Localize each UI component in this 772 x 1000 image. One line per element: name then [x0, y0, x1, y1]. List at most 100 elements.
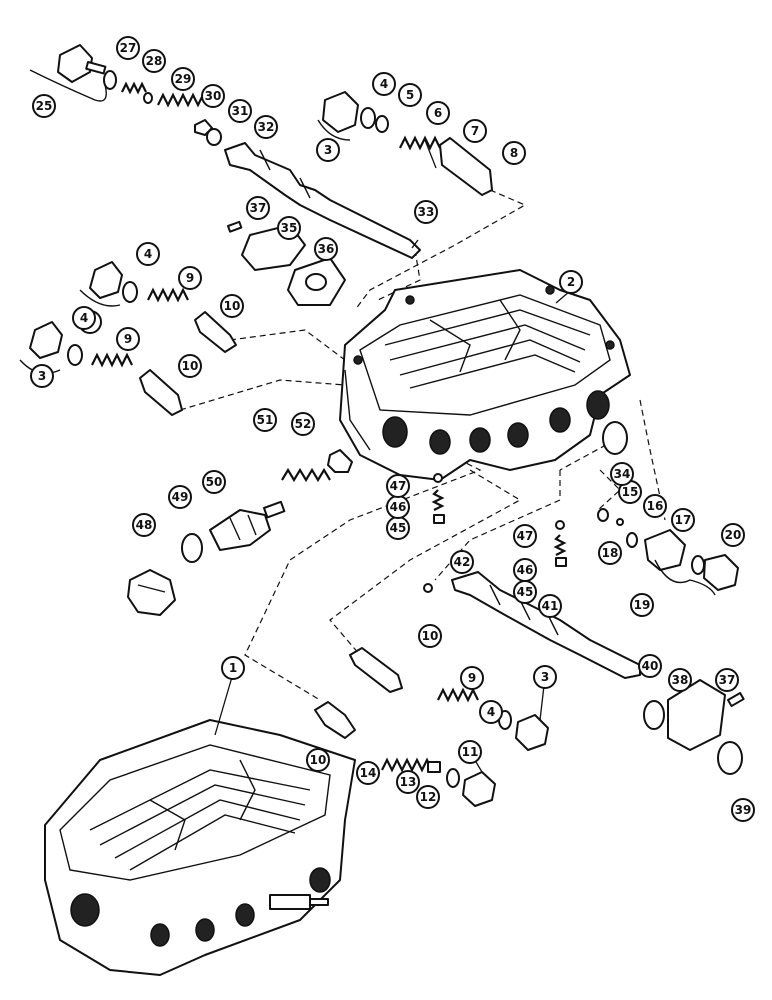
svg-text:52: 52 — [295, 417, 312, 431]
ring-5 — [375, 115, 389, 133]
svg-text:4: 4 — [487, 705, 495, 719]
callout-40: 40 — [638, 654, 662, 678]
callout-46-b: 46 — [513, 558, 537, 582]
svg-text:18: 18 — [602, 546, 619, 560]
svg-text:50: 50 — [206, 475, 223, 489]
plug-20 — [703, 554, 739, 591]
callout-9-a: 9 — [178, 266, 202, 290]
callout-42: 42 — [450, 550, 474, 574]
callout-3-a: 3 — [316, 138, 340, 162]
svg-text:38: 38 — [672, 673, 689, 687]
svg-text:51: 51 — [257, 413, 274, 427]
svg-text:34: 34 — [614, 467, 631, 481]
svg-text:2: 2 — [567, 275, 575, 289]
svg-text:36: 36 — [318, 242, 335, 256]
svg-text:6: 6 — [434, 106, 442, 120]
washer — [143, 92, 153, 104]
plug-3-mid-a — [79, 261, 123, 307]
svg-text:19: 19 — [634, 598, 651, 612]
callout-41: 41 — [538, 594, 562, 618]
callout-29: 29 — [171, 67, 195, 91]
callout-3-c: 3 — [30, 364, 54, 388]
valve-body-lower — [44, 719, 356, 976]
callout-52: 52 — [291, 412, 315, 436]
spring-28 — [121, 81, 147, 95]
callout-45-a: 45 — [386, 516, 410, 540]
svg-text:4: 4 — [380, 77, 388, 91]
spring-7 — [399, 135, 441, 151]
plug-45-b — [555, 557, 567, 567]
callout-10-c: 10 — [418, 624, 442, 648]
svg-text:46: 46 — [517, 563, 534, 577]
callout-27: 27 — [116, 36, 140, 60]
o-ring-4-mid-a — [122, 281, 138, 303]
callout-30: 30 — [201, 84, 225, 108]
plug-11 — [462, 771, 496, 807]
svg-text:1: 1 — [229, 661, 237, 675]
spring-9-b — [91, 352, 133, 368]
callout-33: 33 — [414, 200, 438, 224]
svg-text:15: 15 — [622, 485, 639, 499]
callout-49: 49 — [168, 485, 192, 509]
ring-31 — [206, 128, 222, 146]
valve-10-d — [314, 701, 356, 739]
callout-4-b: 4 — [136, 242, 160, 266]
callout-13: 13 — [396, 770, 420, 794]
svg-text:45: 45 — [390, 521, 407, 535]
spring-9-a — [147, 287, 189, 303]
svg-text:37: 37 — [719, 673, 736, 687]
svg-text:10: 10 — [310, 753, 327, 767]
o-ring-4-mid-b — [67, 344, 83, 366]
plug-3-top — [317, 91, 359, 141]
svg-text:9: 9 — [186, 271, 194, 285]
svg-text:47: 47 — [390, 479, 407, 493]
cap-52 — [327, 449, 353, 473]
svg-text:9: 9 — [124, 332, 132, 346]
svg-text:16: 16 — [647, 499, 664, 513]
svg-text:32: 32 — [258, 120, 275, 134]
svg-text:47: 47 — [517, 529, 534, 543]
callout-37-a: 37 — [246, 196, 270, 220]
plug-25 — [29, 44, 107, 102]
svg-text:13: 13 — [400, 775, 417, 789]
ring-49 — [181, 533, 203, 563]
callout-10-b: 10 — [178, 354, 202, 378]
callout-47-a: 47 — [386, 474, 410, 498]
svg-text:8: 8 — [510, 146, 518, 160]
o-ring-20 — [691, 555, 705, 575]
svg-text:17: 17 — [675, 513, 692, 527]
svg-text:5: 5 — [406, 88, 414, 102]
svg-text:4: 4 — [80, 311, 88, 325]
svg-text:29: 29 — [175, 72, 192, 86]
plug-13 — [427, 761, 441, 773]
svg-text:9: 9 — [468, 671, 476, 685]
callout-11: 11 — [458, 740, 482, 764]
svg-text:30: 30 — [205, 89, 222, 103]
svg-text:3: 3 — [541, 670, 549, 684]
gasket-39 — [717, 741, 743, 775]
callout-17: 17 — [671, 508, 695, 532]
callout-48: 48 — [132, 513, 156, 537]
callout-36: 36 — [314, 237, 338, 261]
cover-38 — [667, 679, 726, 751]
callout-9-b: 9 — [116, 327, 140, 351]
svg-text:10: 10 — [224, 299, 241, 313]
plug-45-a — [433, 514, 445, 524]
valve-10-c — [349, 647, 403, 693]
callout-28: 28 — [142, 49, 166, 73]
o-ring-27 — [103, 70, 117, 90]
svg-text:42: 42 — [454, 555, 471, 569]
screw-37-bottom — [727, 692, 745, 708]
callout-51: 51 — [253, 408, 277, 432]
svg-text:25: 25 — [36, 99, 53, 113]
callout-38: 38 — [668, 668, 692, 692]
spring-46-b — [553, 534, 567, 556]
svg-text:41: 41 — [542, 599, 559, 613]
callout-7: 7 — [463, 119, 487, 143]
callout-39: 39 — [731, 798, 755, 822]
callout-25: 25 — [32, 94, 56, 118]
svg-text:12: 12 — [420, 790, 437, 804]
svg-text:33: 33 — [418, 205, 435, 219]
o-ring-12 — [446, 768, 460, 788]
svg-text:4: 4 — [144, 247, 152, 261]
